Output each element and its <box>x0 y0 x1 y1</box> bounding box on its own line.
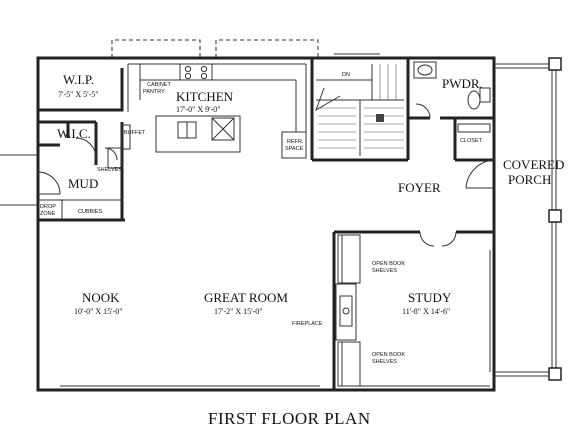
kitchen-island <box>155 115 241 153</box>
kitchen-dims: 17'-0" X 9'-0" <box>176 105 221 114</box>
porch-post <box>548 367 562 381</box>
covered-porch-label-2: PORCH <box>508 172 551 187</box>
nook-label: NOOK <box>82 290 120 305</box>
windows <box>60 53 491 387</box>
refr-note-2: SPACE <box>285 146 304 152</box>
buffet <box>121 124 131 150</box>
interior-walls <box>38 58 494 390</box>
drop-zone-note-1: DROP <box>40 204 56 210</box>
open-book-bot-note-1: OPEN BOOK <box>372 352 405 358</box>
refrigerator-space <box>281 131 307 159</box>
wip-label: W.I.P. <box>63 72 94 87</box>
buffet-note: BUFFET <box>124 130 146 136</box>
covered-porch <box>494 57 562 381</box>
bay-outline-left <box>111 39 201 58</box>
cooktop <box>179 63 213 81</box>
wip-dims: 7'-5" X 5'-5" <box>58 90 99 99</box>
plan-title: FIRST FLOOR PLAN <box>208 409 371 428</box>
study-label: STUDY <box>408 290 452 305</box>
book-shelves <box>337 234 361 387</box>
study-dims: 11'-8" X 14'-6" <box>402 307 450 316</box>
shelves-note: SHELVES <box>97 167 122 173</box>
cubbies-note: CUBBIES <box>78 209 102 215</box>
open-book-top-note-1: OPEN BOOK <box>372 261 405 267</box>
stair-dn-note: DN <box>342 72 350 78</box>
powder-fixtures <box>413 61 491 133</box>
closet-note: CLOSET <box>460 138 483 144</box>
kitchen-label: KITCHEN <box>176 89 234 104</box>
porch-post <box>548 57 562 71</box>
great-room-dims: 17'-2" X 15'-0" <box>214 307 263 316</box>
open-book-bot-note-2: SHELVES <box>372 359 397 365</box>
porch-post <box>548 209 562 223</box>
foyer-label: FOYER <box>398 180 441 195</box>
cabinet-pantry-note-2: PANTRY <box>143 89 165 95</box>
mud-label: MUD <box>68 176 98 191</box>
great-room-label: GREAT ROOM <box>204 290 288 305</box>
wic-label: W.I.C. <box>57 126 91 141</box>
covered-porch-label-1: COVERED <box>503 157 564 172</box>
staircase <box>315 64 404 156</box>
fireplace <box>335 283 357 341</box>
open-book-top-note-2: SHELVES <box>372 268 397 274</box>
refr-note-1: REFR. <box>287 139 304 145</box>
fireplace-note: FIREPLACE <box>292 321 323 327</box>
dishwasher <box>211 117 235 141</box>
nook-dims: 10'-0" X 15'-0" <box>74 307 123 316</box>
side-entry <box>0 154 38 206</box>
kitchen-counters <box>127 63 307 132</box>
powder-label: PWDR. <box>442 76 483 91</box>
drop-zone-note-2: ZONE <box>40 211 56 217</box>
mud-cabinets <box>38 147 123 220</box>
doors <box>37 103 495 247</box>
exterior-walls <box>36 56 496 392</box>
bay-outline-right <box>215 39 319 58</box>
cabinet-pantry-note-1: CABINET <box>147 82 171 88</box>
